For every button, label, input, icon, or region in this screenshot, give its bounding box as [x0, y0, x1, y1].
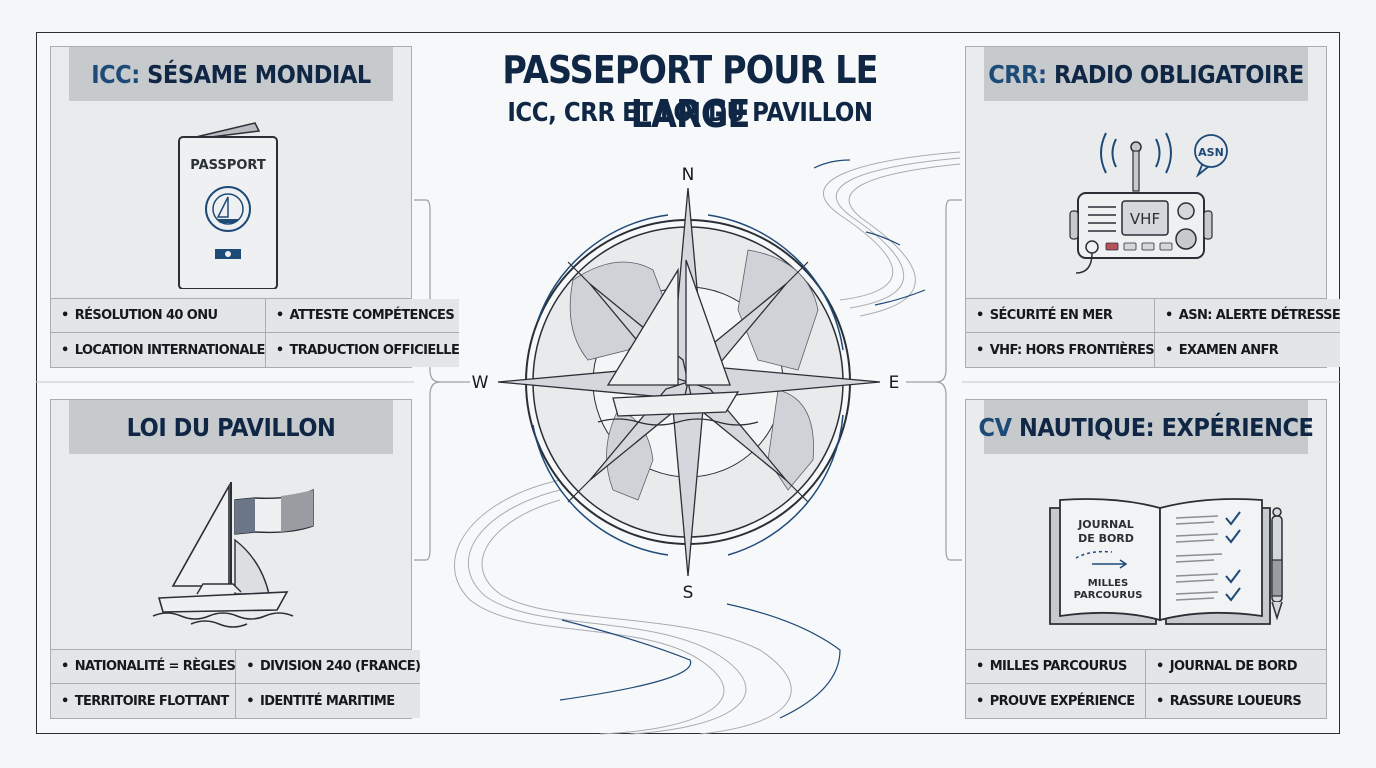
panel-crr: CRR: RADIO OBLIGATOIRE ASN VHF [965, 46, 1341, 368]
bullet-item: MILLES PARCOURUS [966, 650, 1146, 684]
svg-text:ASN: ASN [1198, 146, 1224, 159]
bullet-item: TERRITOIRE FLOTTANT [51, 684, 237, 718]
panel-pavillon-title: LOI DU PAVILLON [69, 400, 393, 454]
bullet-item: VHF: HORS FRONTIÈRES [966, 333, 1156, 367]
svg-text:DE BORD: DE BORD [1078, 532, 1134, 545]
crr-bullet-grid: SÉCURITÉ EN MER ASN: ALERTE DÉTRESSE VHF… [966, 298, 1341, 367]
panel-cv-title: CV NAUTIQUE: EXPÉRIENCE [979, 400, 1314, 454]
bullet-item: DIVISION 240 (FRANCE) [236, 650, 421, 684]
svg-text:PARCOURUS: PARCOURUS [1074, 590, 1143, 601]
page-title: PASSEPORT POUR LE LARGE [502, 48, 878, 136]
bullet-item: NATIONALITÉ = RÈGLES [51, 650, 237, 684]
bullet-item: RASSURE LOUEURS [1146, 684, 1326, 718]
bullet-item: TRADUCTION OFFICIELLE [265, 333, 460, 367]
sailboat-flag-icon [51, 454, 411, 654]
panel-icc: ICC: SÉSAME MONDIAL PASSPORT RÉSOLUTION … [50, 46, 460, 368]
page-subtitle: ICC, CRR ET LOI DU PAVILLON [507, 98, 873, 128]
passport-icon: PASSPORT [51, 101, 411, 301]
bullet-item: PROUVE EXPÉRIENCE [966, 684, 1146, 718]
cv-bullet-grid: MILLES PARCOURUS JOURNAL DE BORD PROUVE … [966, 649, 1326, 718]
bullet-item: RÉSOLUTION 40 ONU [51, 299, 266, 333]
panel-crr-title: CRR: RADIO OBLIGATOIRE [984, 47, 1308, 101]
panel-pavillon: LOI DU PAVILLON NATIONALITÉ = RÈGLES DIV… [50, 399, 421, 719]
panel-cv: CV NAUTIQUE: EXPÉRIENCE JOURNAL DE BORD … [965, 399, 1327, 719]
logbook-icon: JOURNAL DE BORD MILLES PARCOURUS [966, 454, 1326, 654]
vhf-radio-icon: ASN VHF [966, 101, 1326, 301]
compass-west-label: W [472, 373, 489, 393]
panel-icc-title: ICC: SÉSAME MONDIAL [69, 47, 393, 101]
bullet-item: IDENTITÉ MARITIME [236, 684, 421, 718]
bullet-item: JOURNAL DE BORD [1146, 650, 1326, 684]
svg-text:JOURNAL: JOURNAL [1077, 518, 1134, 531]
bullet-item: LOCATION INTERNATIONALE [51, 333, 266, 367]
svg-text:MILLES: MILLES [1088, 578, 1128, 589]
svg-text:PASSPORT: PASSPORT [190, 158, 266, 173]
bullet-item: ATTESTE COMPÉTENCES [265, 299, 460, 333]
compass-rose-icon: N S W E [472, 165, 900, 600]
compass-east-label: E [889, 373, 900, 393]
icc-bullet-grid: RÉSOLUTION 40 ONU ATTESTE COMPÉTENCES LO… [51, 298, 460, 367]
bullet-item: EXAMEN ANFR [1155, 333, 1341, 367]
svg-text:VHF: VHF [1130, 210, 1160, 228]
bullet-item: ASN: ALERTE DÉTRESSE [1155, 299, 1341, 333]
bullet-item: SÉCURITÉ EN MER [966, 299, 1156, 333]
compass-south-label: S [683, 583, 694, 600]
compass-north-label: N [682, 165, 695, 185]
pavillon-bullet-grid: NATIONALITÉ = RÈGLES DIVISION 240 (FRANC… [51, 649, 421, 718]
